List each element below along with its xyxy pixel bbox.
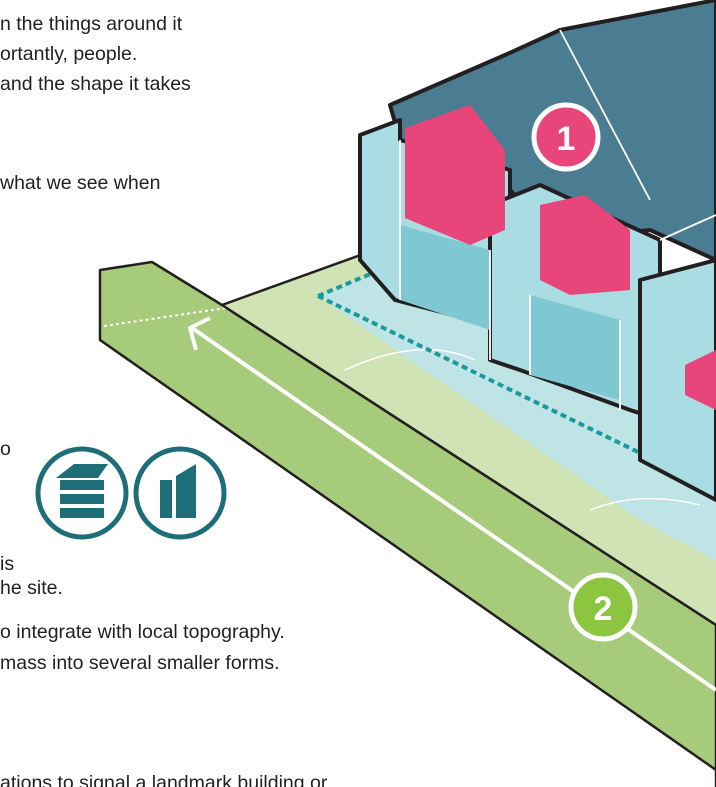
pink-accent-1: [405, 105, 505, 245]
building-wall-shade-2: [530, 295, 620, 400]
plot-edge-dotted-line: [103, 307, 227, 327]
building-wall-shade: [400, 225, 490, 330]
site-plot: [98, 260, 716, 787]
body-line-5: mass into several smaller forms.: [0, 652, 280, 674]
tall-building-icon: [133, 446, 227, 540]
frontage-arrow-icon: [188, 316, 211, 351]
intro-line-3: and the shape it takes: [0, 73, 191, 95]
body-line-2: is: [0, 553, 15, 575]
marker-2: [568, 572, 638, 642]
body-line-3: he site.: [0, 577, 63, 599]
setback-line: [317, 268, 716, 492]
plot-inner-edge: [221, 303, 716, 627]
marker-1: [531, 102, 601, 172]
intro-line-4: what we see when: [0, 172, 161, 194]
plot-outline: [221, 246, 381, 307]
building-wall-right: [638, 258, 716, 502]
pink-accent-2: [540, 195, 630, 295]
plot-arc: [344, 348, 476, 371]
building-footprint-area: [318, 270, 716, 560]
body-line-1: o: [0, 438, 11, 460]
intro-line-1: n the things around it: [0, 13, 183, 35]
plot-arc-2: [589, 497, 701, 511]
marker-1-label: 1: [557, 120, 576, 158]
stacked-blocks-icon: [35, 446, 129, 540]
body-line-4: o integrate with local topography.: [0, 621, 285, 643]
pink-accent-3: [685, 350, 716, 410]
site-inner-band: [222, 248, 716, 625]
body-line-6: ations to signal a landmark building or: [0, 772, 328, 787]
intro-line-2: ortantly, people.: [0, 43, 138, 65]
marker-2-label: 2: [594, 590, 613, 628]
building-edge-lines: [399, 29, 716, 410]
